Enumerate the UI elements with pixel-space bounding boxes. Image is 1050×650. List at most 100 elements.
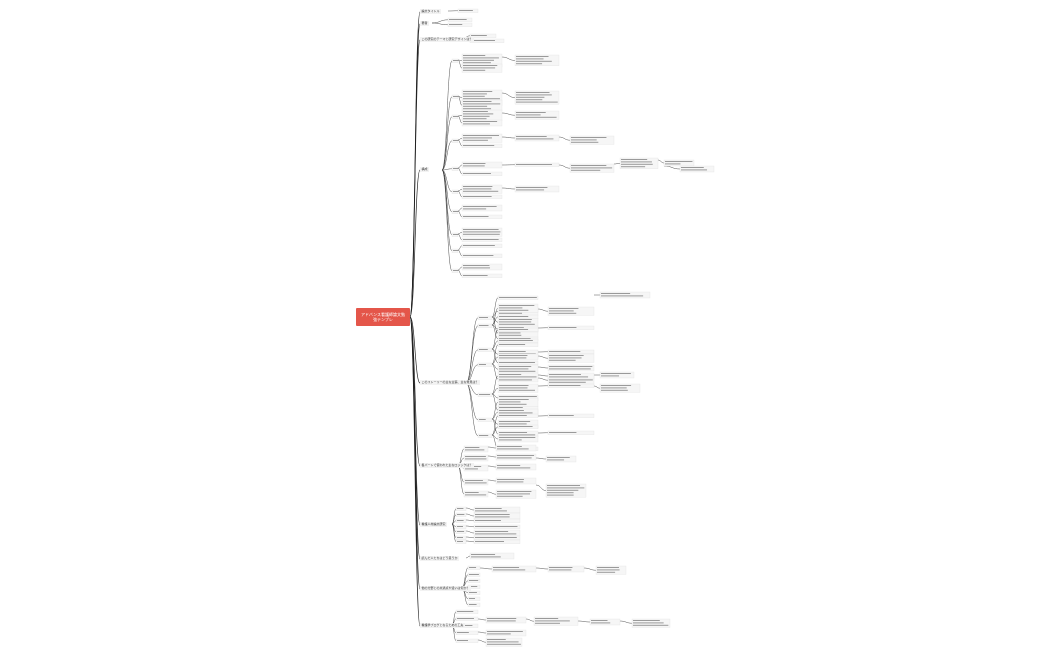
detail-connector bbox=[491, 344, 499, 365]
detail-node bbox=[497, 317, 539, 327]
detail-connector bbox=[491, 311, 499, 318]
detail-connector bbox=[491, 297, 499, 318]
branch-topic[interactable]: 各パートで使われた主なロジックは？ bbox=[420, 462, 474, 469]
detail-node bbox=[497, 364, 539, 374]
detail-node bbox=[461, 63, 503, 73]
detail-node bbox=[461, 253, 503, 258]
detail-connector bbox=[431, 19, 449, 24]
detail-node bbox=[547, 325, 595, 330]
detail-node bbox=[631, 618, 671, 628]
detail-connector bbox=[457, 164, 463, 169]
detail-connector bbox=[457, 115, 463, 124]
detail-node bbox=[547, 364, 595, 372]
detail-connector bbox=[487, 465, 497, 468]
detail-connector bbox=[487, 455, 497, 458]
detail-connector bbox=[491, 388, 499, 395]
detail-node bbox=[455, 535, 467, 540]
branch-topic[interactable]: この研究のテーマと研究デザインは？ bbox=[420, 36, 475, 43]
branch-topic[interactable]: 看護人材論文研究 bbox=[420, 521, 448, 528]
detail-node bbox=[569, 135, 615, 145]
detail-connector bbox=[535, 484, 547, 491]
detail-node bbox=[497, 303, 539, 313]
branch-topic[interactable]: 看護学ブログとなるための工夫 bbox=[420, 622, 465, 629]
detail-node bbox=[547, 372, 595, 380]
detail-connector bbox=[491, 411, 499, 420]
detail-node bbox=[569, 163, 615, 173]
detail-node bbox=[461, 243, 503, 248]
detail-node bbox=[477, 315, 493, 320]
detail-connector bbox=[477, 631, 487, 634]
detail-node bbox=[461, 227, 503, 237]
detail-node bbox=[545, 483, 587, 498]
detail-node bbox=[455, 506, 467, 511]
detail-node bbox=[497, 342, 539, 347]
detail-node bbox=[547, 565, 585, 573]
detail-connector bbox=[583, 567, 597, 571]
detail-node bbox=[455, 616, 479, 621]
detail-connector bbox=[491, 316, 499, 326]
detail-node bbox=[497, 424, 539, 429]
detail-node bbox=[461, 99, 503, 111]
detail-connector bbox=[487, 479, 497, 482]
branch-topic[interactable]: 論文タイトル bbox=[420, 8, 442, 15]
detail-node bbox=[461, 171, 503, 176]
detail-node bbox=[545, 455, 577, 463]
detail-connector bbox=[577, 620, 591, 623]
detail-connector bbox=[451, 523, 457, 542]
detail-node bbox=[461, 119, 503, 127]
detail-node bbox=[514, 90, 560, 105]
detail-node bbox=[547, 353, 595, 363]
detail-node bbox=[547, 306, 595, 316]
detail-node bbox=[467, 602, 481, 607]
detail-node bbox=[461, 214, 503, 219]
detail-connector bbox=[441, 169, 453, 212]
detail-connector bbox=[465, 555, 471, 559]
branch-topic[interactable]: このストーリーの主な主張、主な発見は？ bbox=[420, 379, 481, 386]
detail-node bbox=[455, 638, 479, 643]
branch-topic[interactable]: 読んだ人たちはどう思うか bbox=[420, 555, 460, 562]
detail-connector bbox=[465, 513, 475, 517]
detail-connector bbox=[663, 165, 681, 170]
detail-connector bbox=[558, 136, 571, 141]
root-topic[interactable]: アドバンス看護師論文勉強テンプレ bbox=[356, 308, 410, 326]
detail-connector bbox=[657, 159, 665, 164]
detail-connector bbox=[491, 393, 499, 411]
branch-topic[interactable]: 他の分野との共通点や違いは何か？ bbox=[420, 585, 471, 592]
detail-connector bbox=[457, 189, 463, 192]
detail-node bbox=[467, 578, 481, 583]
detail-node bbox=[514, 134, 560, 142]
detail-node bbox=[547, 430, 595, 435]
detail-connector bbox=[441, 169, 453, 271]
detail-node bbox=[514, 110, 560, 120]
branch-topic[interactable]: 著者 bbox=[420, 20, 430, 27]
detail-node bbox=[477, 433, 493, 438]
detail-node bbox=[455, 630, 479, 635]
detail-node bbox=[461, 263, 503, 271]
detail-connector bbox=[465, 507, 475, 511]
detail-node bbox=[451, 114, 459, 119]
detail-node bbox=[497, 314, 539, 319]
detail-node bbox=[463, 490, 489, 498]
detail-connector bbox=[457, 138, 463, 141]
detail-connector bbox=[465, 540, 475, 542]
detail-node bbox=[451, 189, 459, 194]
detail-connector bbox=[451, 508, 457, 525]
detail-node bbox=[473, 529, 521, 537]
root-topic-label: アドバンス看護師論文勉強テンプレ bbox=[360, 312, 406, 322]
detail-node bbox=[467, 572, 481, 577]
detail-connector bbox=[613, 163, 621, 165]
detail-node bbox=[473, 524, 521, 529]
detail-node bbox=[495, 489, 537, 499]
detail-connector bbox=[477, 618, 487, 621]
detail-connector bbox=[457, 266, 463, 271]
detail-connector bbox=[457, 232, 463, 235]
branch-topic[interactable]: 構成 bbox=[420, 166, 430, 173]
detail-connector bbox=[477, 639, 487, 643]
detail-node bbox=[477, 347, 493, 352]
detail-connector bbox=[491, 363, 499, 380]
detail-connector bbox=[491, 329, 499, 350]
detail-connector bbox=[491, 415, 499, 436]
detail-node bbox=[547, 413, 595, 418]
detail-node bbox=[473, 518, 521, 523]
detail-connector bbox=[537, 366, 549, 369]
